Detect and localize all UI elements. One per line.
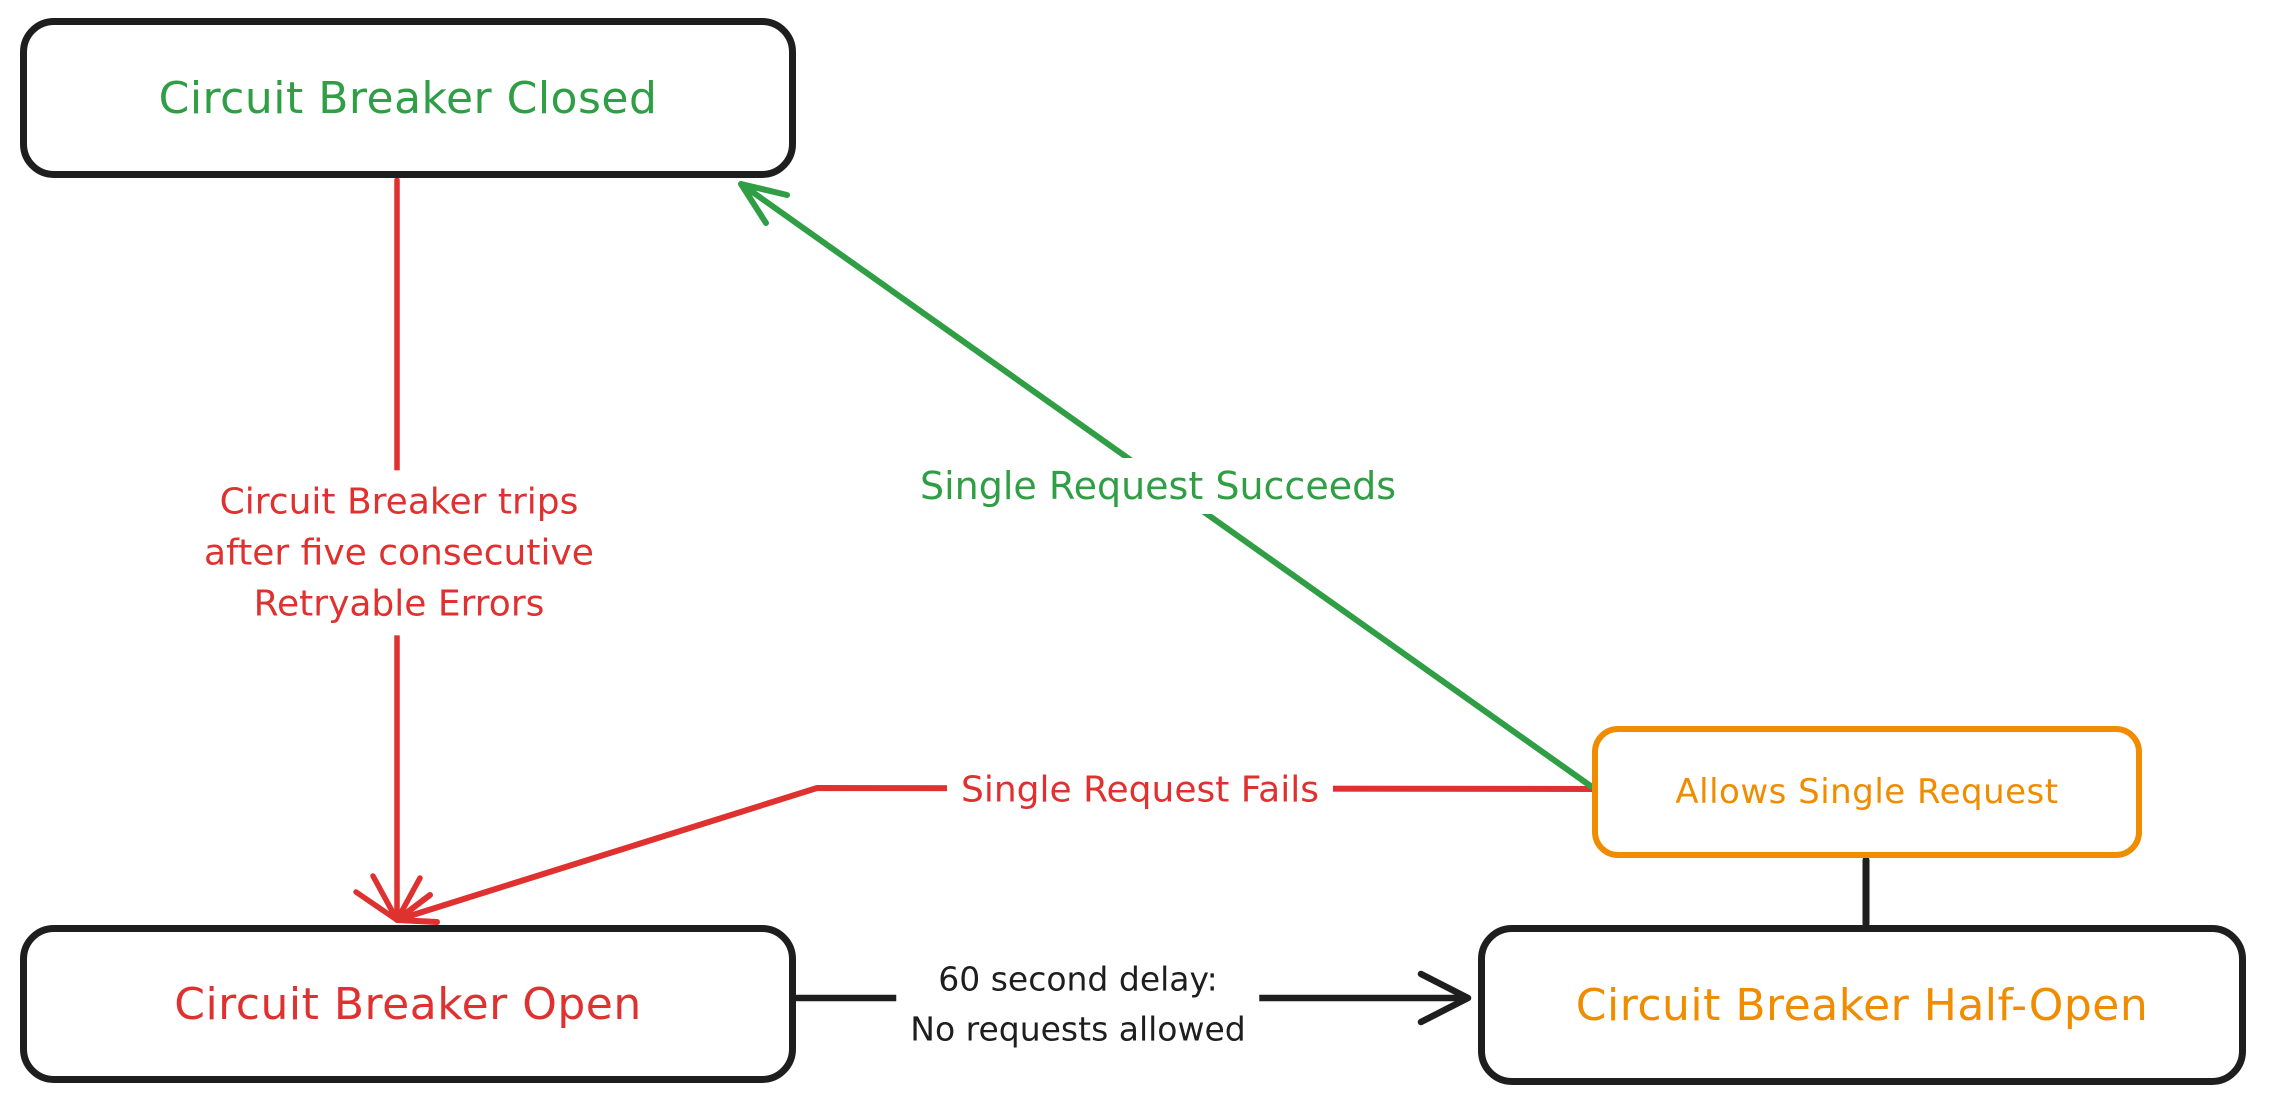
state-open-label: Circuit Breaker Open	[174, 978, 642, 1030]
state-half-open-box: Circuit Breaker Half-Open	[1478, 925, 2246, 1085]
edge-trips-arrowhead	[353, 873, 423, 923]
edge-fails-line	[397, 785, 1595, 922]
state-closed-label: Circuit Breaker Closed	[158, 72, 658, 124]
edge-label-delay-line1: 60 second delay:	[938, 959, 1218, 999]
edge-label-fails: Single Request Fails	[946, 763, 1334, 817]
allows-single-request-box: Allows Single Request	[1592, 726, 2142, 858]
state-half-open-label: Circuit Breaker Half-Open	[1575, 979, 2149, 1031]
edge-label-trips-line3: Retryable Errors	[253, 583, 545, 625]
edge-delay-arrowhead	[1417, 970, 1472, 1026]
edge-label-trips-line2: after five consecutive	[204, 532, 594, 574]
allows-single-request-label: Allows Single Request	[1675, 772, 2059, 812]
edge-fails-arrowhead	[394, 892, 440, 925]
edge-label-delay-line2: No requests allowed	[910, 1009, 1246, 1048]
edge-label-trips: Circuit Breaker trips after five consecu…	[190, 470, 608, 636]
edge-succeeds-arrowhead	[738, 181, 790, 226]
edge-label-delay: 60 second delay: No requests allowed	[896, 948, 1260, 1060]
edge-label-succeeds: Single Request Succeeds	[905, 458, 1411, 514]
state-closed-box: Circuit Breaker Closed	[20, 18, 796, 178]
edge-label-trips-line1: Circuit Breaker trips	[219, 481, 579, 523]
state-open-box: Circuit Breaker Open	[20, 925, 796, 1083]
